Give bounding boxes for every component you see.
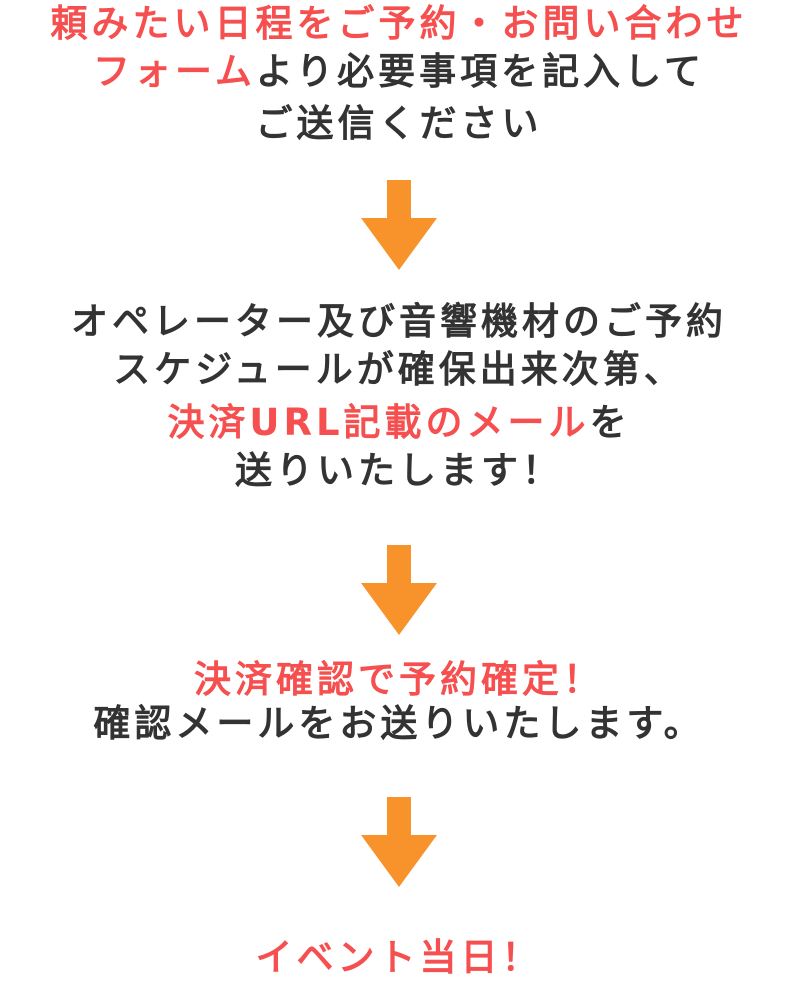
- step2-line2: スケジュールが確保出来次第、: [113, 348, 685, 391]
- step3-line2: 確認メールをお送りいたします。: [93, 702, 705, 745]
- arrow-down-icon: [361, 180, 437, 270]
- step1-line1: 頼みたい日程をご予約・お問い合わせ: [50, 2, 748, 45]
- step2-line3: 決済URL記載のメールを: [0, 399, 798, 447]
- step1-line2: フォームより必要事項を記入して: [0, 48, 798, 96]
- step2-line1: オペレーター及び音響機材のご予約: [71, 300, 727, 343]
- step2-line4: 送りいたします！: [235, 449, 563, 492]
- step3-line1: 決済確認で予約確定！: [194, 658, 604, 701]
- arrow-down-icon: [361, 797, 437, 887]
- step1-line3: ご送信ください: [255, 102, 543, 145]
- step4-line1: イベント当日！: [255, 936, 543, 979]
- step1-line2-rest: より必要事項を記入して: [255, 50, 706, 93]
- step2-line3-rest: を: [589, 401, 631, 444]
- form-text: フォーム: [92, 50, 256, 93]
- arrow-down-icon: [361, 545, 437, 635]
- payment-url-mail-text: 決済URL記載のメール: [167, 401, 590, 444]
